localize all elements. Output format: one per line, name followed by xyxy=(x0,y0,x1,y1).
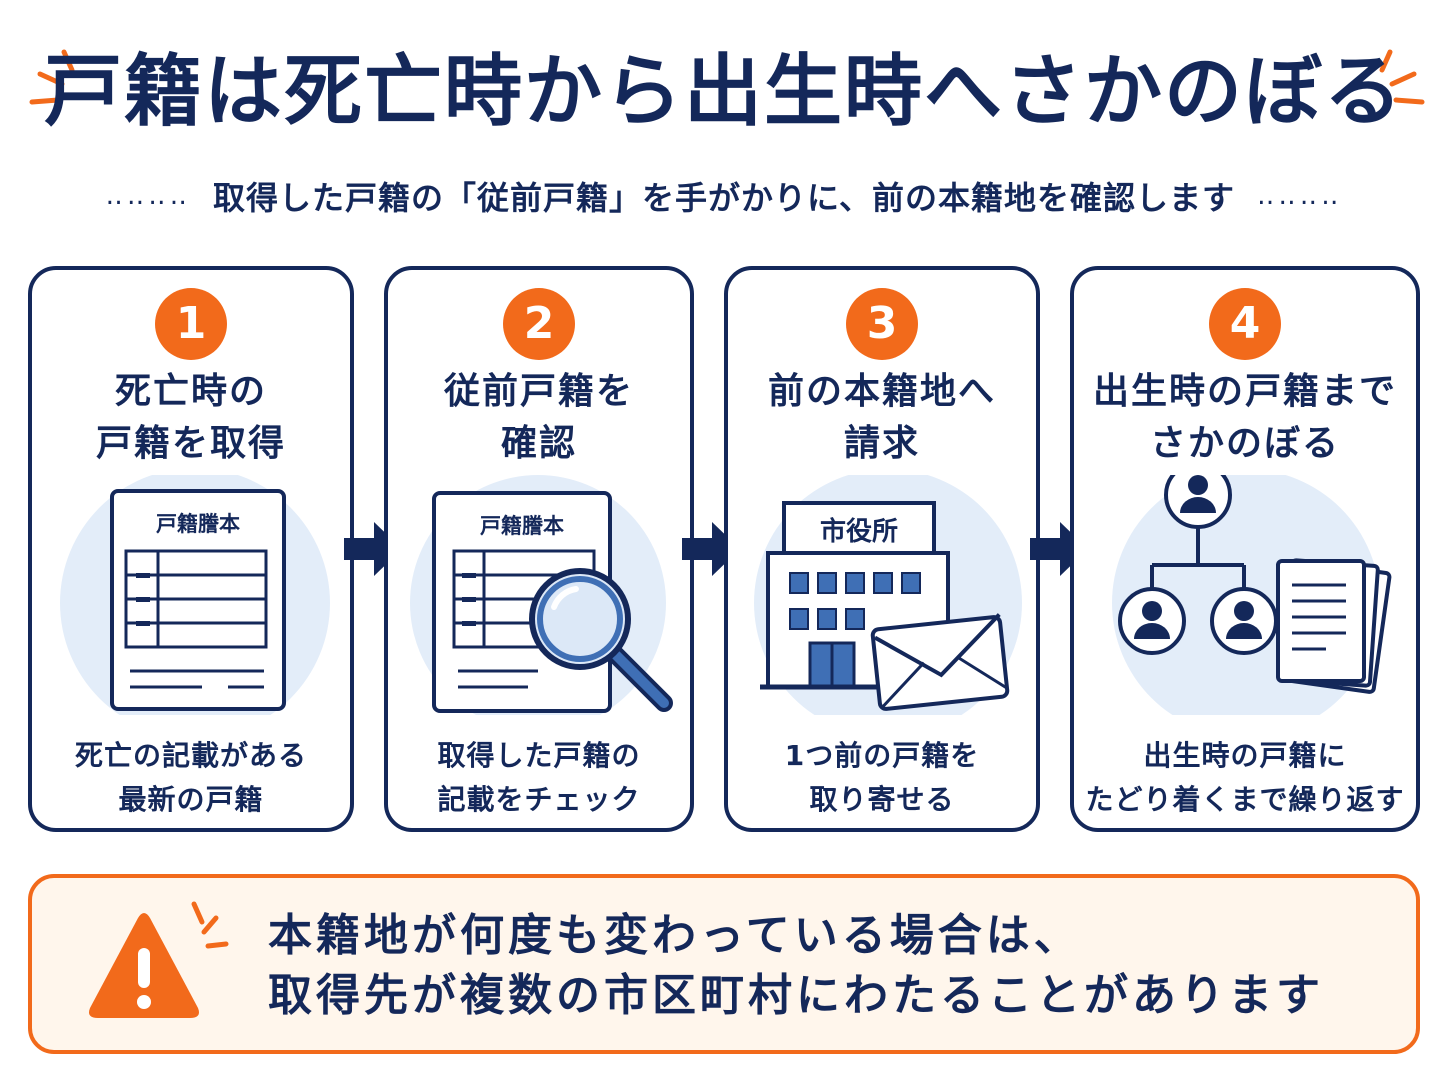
doc-label: 戸籍謄本 xyxy=(156,512,240,536)
person-icon xyxy=(1164,475,1232,529)
family-tree-illustration xyxy=(1112,475,1392,715)
person-icon xyxy=(1118,587,1186,655)
step-number-badge: 3 xyxy=(846,288,918,360)
burst-icon-left xyxy=(29,49,75,105)
step-card-4: 4 出生時の戸籍まで さかのぼる xyxy=(1070,266,1420,832)
page-title: 戸籍は死亡時から出生時へさかのぼる xyxy=(43,47,1404,137)
document-icon: 戸籍謄本 xyxy=(60,475,330,715)
building-label: 市役所 xyxy=(820,516,898,547)
subtitle: 取得した戸籍の「従前戸籍」を手がかりに、前の本籍地を確認します xyxy=(212,179,1236,217)
step-number-badge: 1 xyxy=(155,288,227,360)
stacked-documents-icon xyxy=(1276,558,1392,694)
step-card-1: 1 死亡時の 戸籍を取得 戸籍謄本 死亡の記載がある 最新の戸籍 xyxy=(28,266,354,832)
step-title: 出生時の戸籍まで さかのぼる xyxy=(1092,371,1397,464)
subtitle-dots-right: ‥‥‥‥ xyxy=(1257,181,1343,211)
magnifier-icon xyxy=(529,568,673,712)
step-description: 取得した戸籍の 記載をチェック xyxy=(437,739,641,816)
step-card-2: 2 従前戸籍を 確認 戸籍謄本 取得した戸籍の 記載をチェック xyxy=(384,266,694,832)
step-description: 出生時の戸籍に たどり着くまで繰り返す xyxy=(1085,739,1405,816)
subtitle-dots-left: ‥‥‥‥ xyxy=(105,181,191,211)
subtitle-row: ‥‥‥‥ 取得した戸籍の「従前戸籍」を手がかりに、前の本籍地を確認します ‥‥‥… xyxy=(0,168,1448,224)
step-card-3: 3 前の本籍地へ 請求 市役所 1つ前の xyxy=(724,266,1040,832)
envelope-icon xyxy=(870,613,1010,711)
step-number-badge: 4 xyxy=(1209,288,1281,360)
person-icon xyxy=(1210,587,1278,655)
step-number-badge: 2 xyxy=(503,288,575,360)
notice-box: 本籍地が何度も変わっている場合は、 取得先が複数の市区町村にわたることがあります xyxy=(28,874,1420,1054)
warning-icon xyxy=(89,901,229,1018)
step-title: 死亡時の 戸籍を取得 xyxy=(95,371,286,464)
step-description: 1つ前の戸籍を 取り寄せる xyxy=(784,739,980,816)
step-title: 前の本籍地へ 請求 xyxy=(767,371,996,464)
notice-text: 本籍地が何度も変わっている場合は、 取得先が複数の市区町村にわたることがあります xyxy=(268,910,1324,1021)
building-envelope-illustration: 市役所 xyxy=(754,475,1022,715)
step-title: 従前戸籍を 確認 xyxy=(443,371,634,464)
burst-icon-right xyxy=(1379,49,1425,105)
doc-label: 戸籍謄本 xyxy=(480,514,564,538)
step-description: 死亡の記載がある 最新の戸籍 xyxy=(74,739,307,816)
document-magnifier-illustration: 戸籍謄本 xyxy=(410,475,673,715)
